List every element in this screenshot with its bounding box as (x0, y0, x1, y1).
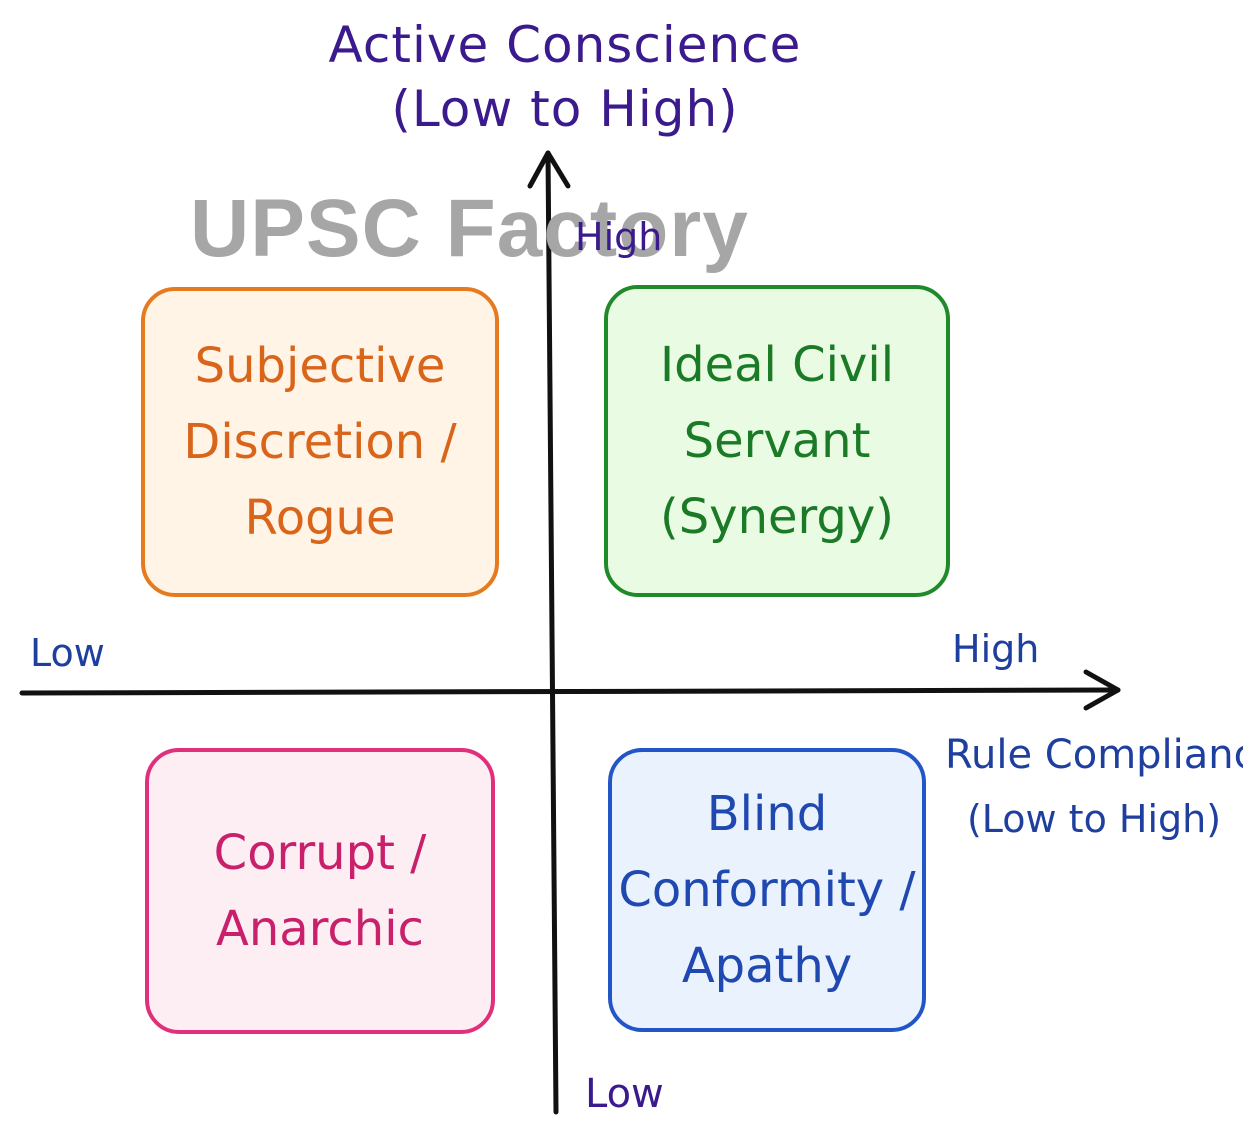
quadrant-bottom-right-line2: Conformity / (618, 862, 916, 918)
x-axis-line (19, 687, 1121, 696)
quadrant-bottom-left-line2: Anarchic (216, 901, 424, 957)
quadrant-top-right: Ideal Civil Servant (Synergy) (604, 285, 950, 597)
quadrant-bottom-right-line3: Apathy (681, 938, 853, 994)
quadrant-top-left-line2: Discretion / (183, 414, 457, 470)
quadrant-top-right-line1: Ideal Civil (659, 337, 895, 393)
quadrant-top-left-line1: Subjective (194, 338, 446, 394)
quadrant-bottom-left: Corrupt / Anarchic (145, 748, 495, 1034)
y-axis-title-line2: (Low to High) (391, 80, 739, 138)
y-axis-arrowhead (527, 150, 571, 189)
quadrant-bottom-right-line1: Blind (706, 786, 828, 842)
quadrant-top-right-line2: Servant (683, 413, 871, 469)
quadrant-top-left-line3: Rogue (244, 490, 396, 546)
y-axis-high-label: High (575, 215, 663, 259)
y-axis-title-line1: Active Conscience (328, 16, 802, 74)
x-axis-title-line1: Rule Compliance (945, 732, 1243, 778)
x-axis-low-label: Low (30, 631, 105, 675)
watermark: UPSC Factory (190, 183, 749, 274)
quadrant-top-left: Subjective Discretion / Rogue (141, 287, 499, 597)
x-axis-arrowhead (1083, 669, 1121, 711)
quadrant-bottom-left-line1: Corrupt / (213, 825, 427, 881)
y-axis-low-label: Low (585, 1071, 664, 1117)
y-axis-line (545, 150, 559, 1115)
x-axis-title-line2: (Low to High) (966, 797, 1222, 841)
x-axis-high-label: High (952, 627, 1040, 671)
quadrant-top-right-line3: (Synergy) (659, 489, 895, 545)
quadrant-bottom-right: Blind Conformity / Apathy (608, 748, 926, 1032)
